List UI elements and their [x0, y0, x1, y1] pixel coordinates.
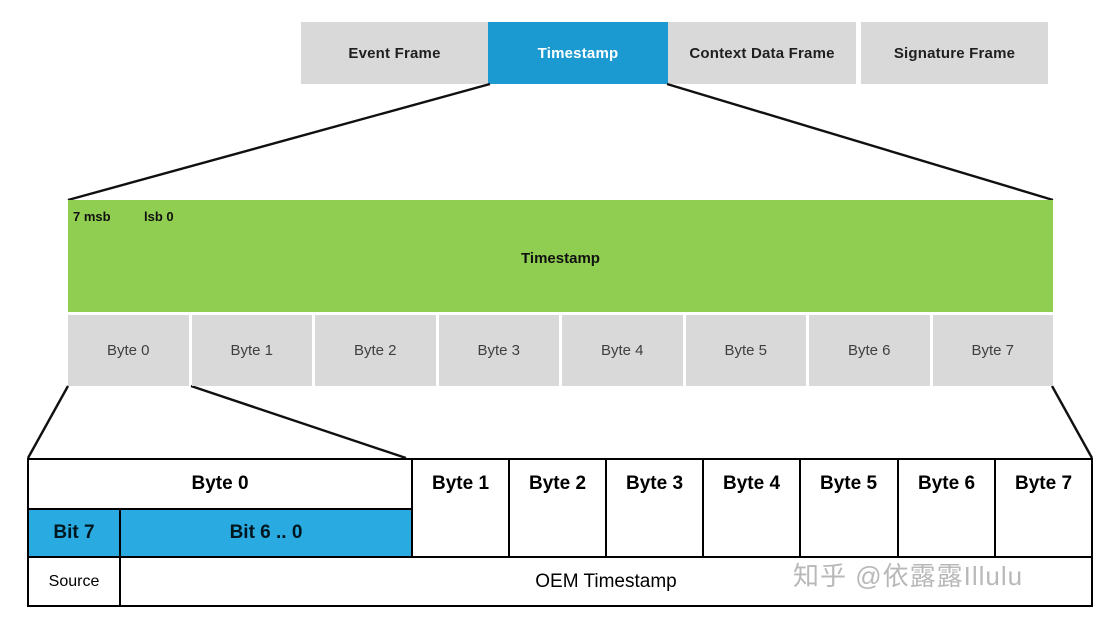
- tab-event-frame[interactable]: Event Frame: [301, 22, 488, 84]
- row-divider: [29, 556, 1091, 558]
- byte-strip-cell-7: Byte 7: [932, 315, 1053, 386]
- byte-strip: Byte 0 Byte 1 Byte 2 Byte 3 Byte 4 Byte …: [68, 315, 1053, 386]
- byte-strip-cell-1: Byte 1: [191, 315, 312, 386]
- bit-divider: [119, 510, 121, 556]
- timestamp-block-title: Timestamp: [521, 250, 600, 267]
- detail-header-byte6: Byte 6: [917, 473, 976, 494]
- detail-header-byte0: Byte 0: [191, 473, 249, 494]
- detail-header-byte1: Byte 1: [431, 473, 490, 494]
- watermark: 知乎 @依露露Illulu: [793, 561, 1024, 591]
- column-divider: [799, 460, 801, 556]
- byte0-detail-table: Byte 0 Byte 1 Byte 2 Byte 3 Byte 4 Byte …: [27, 458, 1093, 607]
- source-cell: Source: [48, 572, 100, 590]
- column-divider: [897, 460, 899, 556]
- byte-strip-cell-4: Byte 4: [562, 315, 683, 386]
- detail-header-byte5: Byte 5: [819, 473, 878, 494]
- detail-header-byte4: Byte 4: [722, 473, 781, 494]
- column-divider: [994, 460, 996, 556]
- msb-bit-label: 7 msb: [73, 209, 111, 224]
- byte-strip-cell-5: Byte 5: [685, 315, 806, 386]
- detail-header-byte2: Byte 2: [528, 473, 587, 494]
- column-divider: [508, 460, 510, 556]
- row-divider: [29, 508, 413, 510]
- lsb-bit-label: lsb 0: [144, 209, 174, 224]
- tab-signature-frame[interactable]: Signature Frame: [861, 22, 1048, 84]
- byte-strip-cell-0: Byte 0: [68, 315, 189, 386]
- bit6-0-cell: Bit 6 .. 0: [121, 510, 411, 556]
- timestamp-frame-block: 7 msb lsb 0 Timestamp: [68, 200, 1053, 312]
- detail-header-byte3: Byte 3: [625, 473, 684, 494]
- column-divider: [702, 460, 704, 556]
- source-divider: [119, 558, 121, 605]
- bit7-cell: Bit 7: [29, 510, 119, 556]
- oem-timestamp-cell: OEM Timestamp: [535, 570, 677, 592]
- byte-strip-cell-3: Byte 3: [438, 315, 559, 386]
- column-divider: [605, 460, 607, 556]
- tab-context-data-frame[interactable]: Context Data Frame: [668, 22, 856, 84]
- detail-header-byte7: Byte 7: [1014, 473, 1073, 494]
- byte-strip-cell-2: Byte 2: [315, 315, 436, 386]
- byte-strip-cell-6: Byte 6: [809, 315, 930, 386]
- tab-timestamp[interactable]: Timestamp: [488, 22, 668, 84]
